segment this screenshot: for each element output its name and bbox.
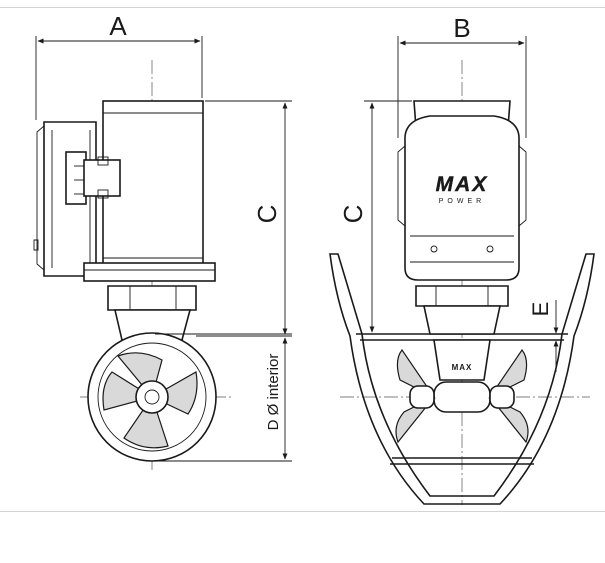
label-d-interior: D Ø interior [265,354,282,431]
label-e: E [528,302,553,317]
brand-logo: MAX [436,173,489,196]
side-view [33,36,292,470]
tunnel-end-view [87,332,217,462]
propeller-assembly: MAX [395,348,529,444]
dimension-c-left [196,100,292,337]
label-c-right: C [338,205,368,224]
dimension-c-right [364,100,412,333]
dimension-d [155,333,292,462]
drive-leg [107,285,197,353]
top-rule [0,7,605,8]
bottom-rule [0,511,605,512]
mounting-flange [83,262,216,282]
dimension-b [397,36,527,138]
label-c-left: C [252,205,282,224]
cable-connector [65,151,121,205]
brand-logo-subtext: POWER [439,198,485,205]
dimension-a [35,36,203,120]
label-b: B [453,13,470,43]
front-drive-leg [415,285,509,381]
gearbox-logo: MAX [452,363,473,372]
motor-cover: MAX POWER [397,115,527,281]
label-a: A [109,11,127,41]
front-view: MAX POWER MAX [329,36,595,505]
